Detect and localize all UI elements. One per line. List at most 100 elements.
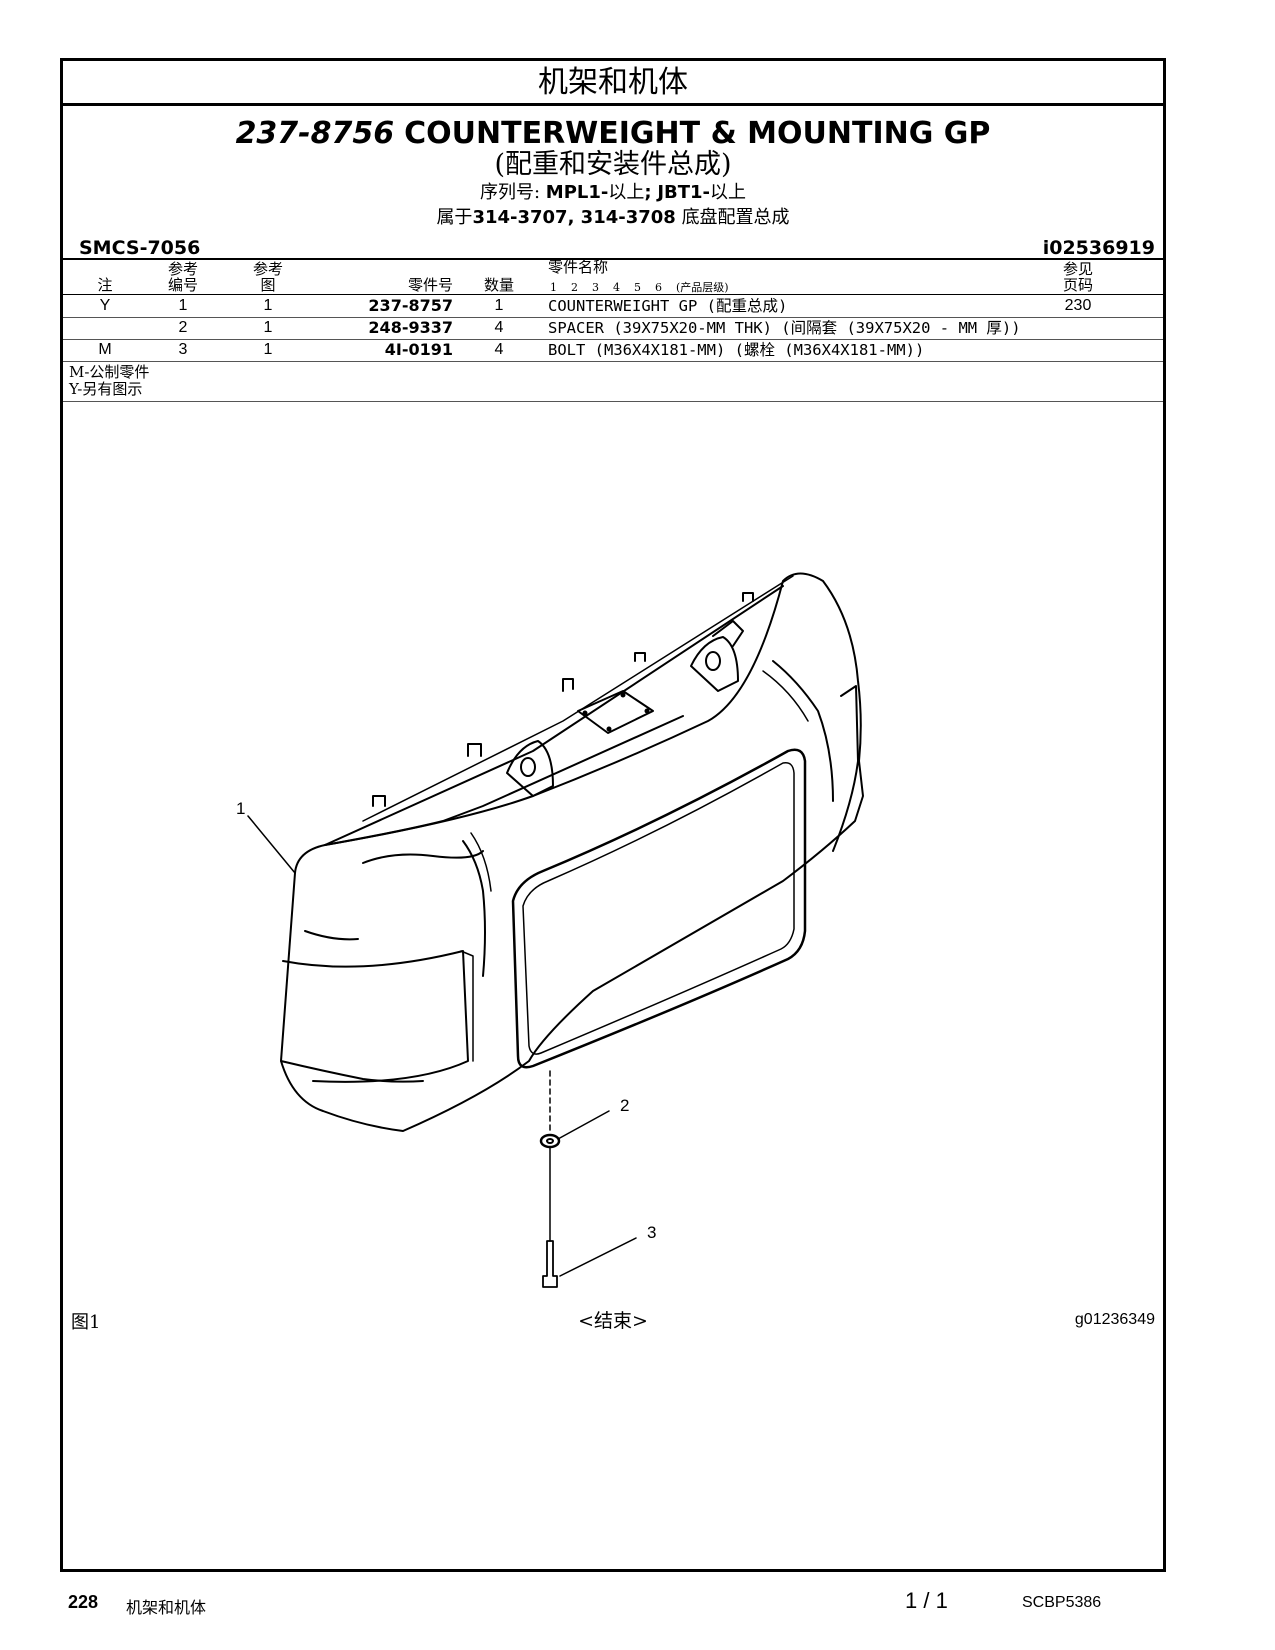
callout-3-leader <box>559 1237 637 1277</box>
top-plate-back <box>362 575 794 822</box>
serial-2: JBT1- <box>657 182 711 203</box>
panel-division <box>462 840 486 977</box>
footer-page-number: 228 <box>68 1592 99 1612</box>
footer-section: 机架和机体 <box>126 1598 207 1617</box>
callout-2: 2 <box>620 1096 630 1115</box>
row-ref: 3 <box>178 341 188 358</box>
cover-bolt <box>620 692 626 698</box>
table-row: 2 1 248-9337 4 SPACER (39X75X20-MM THK) … <box>63 317 1163 339</box>
col-page-top: 参见 <box>1062 260 1093 278</box>
level-4: 4 <box>613 281 620 294</box>
level-2: 2 <box>571 281 578 294</box>
row-rule <box>63 361 1163 362</box>
row-name: SPACER (39X75X20-MM THK) (间隔套 (39X75X20 … <box>548 319 1021 337</box>
panel-division-inner <box>762 670 809 722</box>
belongs-suffix: 底盘配置总成 <box>681 207 790 228</box>
table-row: Y 1 1 237-8757 1 COUNTERWEIGHT GP (配重总成)… <box>63 295 1163 317</box>
level-5: 5 <box>634 281 641 294</box>
col-name: 零件名称 <box>548 258 609 276</box>
product-levels: 1 2 3 4 5 6 (产品层级) <box>550 279 743 295</box>
end-marker: <结束> <box>578 1310 648 1332</box>
level-3: 3 <box>592 281 599 294</box>
table-top-rule <box>63 258 1163 260</box>
row-note: Y <box>99 297 111 314</box>
group-title-en: COUNTERWEIGHT & MOUNTING GP <box>404 116 991 151</box>
front-recess <box>511 748 807 1069</box>
level-6: 6 <box>655 281 662 294</box>
lifting-eye-left <box>506 740 554 797</box>
panel-division <box>772 660 834 802</box>
serial-prefix: 序列号: <box>479 182 541 203</box>
callout-2-leader <box>557 1110 610 1140</box>
spacer-part <box>539 1133 561 1149</box>
cover-bolt <box>582 710 588 716</box>
tab <box>467 743 482 757</box>
serial-1-suffix: 以上 <box>608 182 645 203</box>
row-rule <box>63 339 1163 340</box>
col-ref-top: 参考 <box>167 260 198 278</box>
row-part-no: 248-9337 <box>368 318 453 337</box>
col-qty: 数量 <box>483 276 514 294</box>
col-part-no: 零件号 <box>407 276 453 294</box>
col-ref: 参考 编号 <box>163 261 203 293</box>
illustration-id: i02536919 <box>1042 237 1155 259</box>
figure-label: 图1 <box>71 1312 101 1333</box>
group-title-cn: (配重和安装件总成) <box>494 149 732 180</box>
access-cover <box>577 690 654 734</box>
row-fig: 1 <box>263 297 273 314</box>
section-title: 机架和机体 <box>63 61 1163 106</box>
graphic-id: g01236349 <box>1074 1311 1155 1328</box>
legend-metric: M-公制零件 <box>69 363 150 381</box>
level-1: 1 <box>550 281 557 294</box>
row-ref: 2 <box>178 319 188 336</box>
serial-separator: ; <box>644 182 652 203</box>
row-qty: 1 <box>494 297 504 314</box>
bottom-skirt <box>280 1060 424 1083</box>
row-rule <box>63 317 1163 318</box>
front-recess-inner <box>522 761 795 1055</box>
left-lower-panel <box>282 950 469 1083</box>
panel-division-inner <box>470 832 492 892</box>
row-name: BOLT (M36X4X181-MM) (螺栓 (M36X4X181-MM)) <box>548 341 925 359</box>
col-page: 参见 页码 <box>1053 261 1103 293</box>
col-fig: 参考 图 <box>248 261 288 293</box>
tab <box>742 592 754 602</box>
right-side-panel <box>832 685 859 852</box>
row-part-no: 4I-0191 <box>384 340 453 359</box>
bolt-part <box>542 1240 558 1288</box>
belongs-to: 属于314-3707, 314-3708 底盘配置总成 <box>63 206 1163 230</box>
left-lower-edge <box>460 950 474 1062</box>
col-ref-bottom: 编号 <box>167 276 198 294</box>
legend-rule <box>63 401 1163 402</box>
spacer-hole <box>546 1138 554 1144</box>
row-page-link[interactable]: 230 <box>1064 297 1092 314</box>
cover-bolt <box>644 708 650 714</box>
serial-range: 序列号: MPL1-以上; JBT1-以上 <box>63 181 1163 205</box>
table-row: M 3 1 4I-0191 4 BOLT (M36X4X181-MM) (螺栓 … <box>63 339 1163 361</box>
cover-bolt <box>606 726 612 732</box>
levels-label: (产品层级) <box>676 281 729 294</box>
upper-crease <box>304 930 359 941</box>
serial-1: MPL1- <box>545 182 609 203</box>
callout-1-leader <box>247 815 296 874</box>
row-qty: 4 <box>494 319 504 336</box>
belongs-prefix: 属于 <box>436 207 473 228</box>
col-page-bottom: 页码 <box>1062 276 1093 294</box>
counterweight-illustration <box>247 572 864 1288</box>
serial-2-suffix: 以上 <box>710 182 747 203</box>
belongs-parts: 314-3707, 314-3708 <box>472 207 676 228</box>
lifting-eye-right <box>690 636 739 692</box>
row-name: COUNTERWEIGHT GP (配重总成) <box>548 297 788 315</box>
body-outline <box>280 572 864 1132</box>
top-curve <box>362 850 484 864</box>
header-rule <box>63 294 1163 295</box>
callout-1: 1 <box>236 799 246 818</box>
legend-illustrated: Y-另有图示 <box>69 380 143 398</box>
tab <box>372 795 386 807</box>
callout-3: 3 <box>647 1223 657 1242</box>
top-plate-edge <box>324 585 784 846</box>
row-fig: 1 <box>263 319 273 336</box>
row-note: M <box>98 341 112 358</box>
